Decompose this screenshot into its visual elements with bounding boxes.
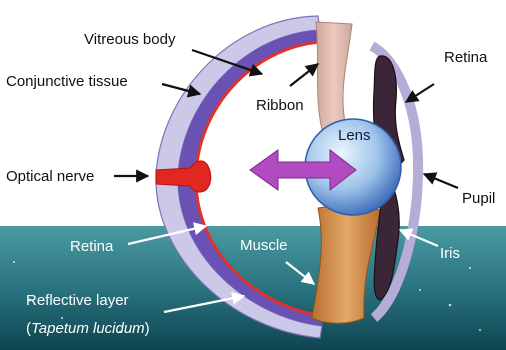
- label-conjunctive-tissue: Conjunctive tissue: [6, 73, 128, 90]
- label-ribbon: Ribbon: [256, 97, 304, 114]
- label-optical-nerve: Optical nerve: [6, 168, 94, 185]
- label-tapetum-close: ): [145, 320, 150, 337]
- label-pupil: Pupil: [462, 190, 495, 207]
- label-retina-left: Retina: [70, 238, 114, 255]
- label-retina-right: Retina: [444, 49, 488, 66]
- label-tapetum-lucidum: (Tapetum lucidum): [26, 320, 150, 337]
- label-lens: Lens: [338, 127, 371, 144]
- label-iris: Iris: [440, 245, 460, 262]
- label-muscle: Muscle: [240, 237, 288, 254]
- label-vitreous-body: Vitreous body: [84, 31, 176, 48]
- label-tapetum-name: Tapetum lucidum: [31, 320, 145, 337]
- label-reflective-layer: Reflective layer: [26, 292, 129, 309]
